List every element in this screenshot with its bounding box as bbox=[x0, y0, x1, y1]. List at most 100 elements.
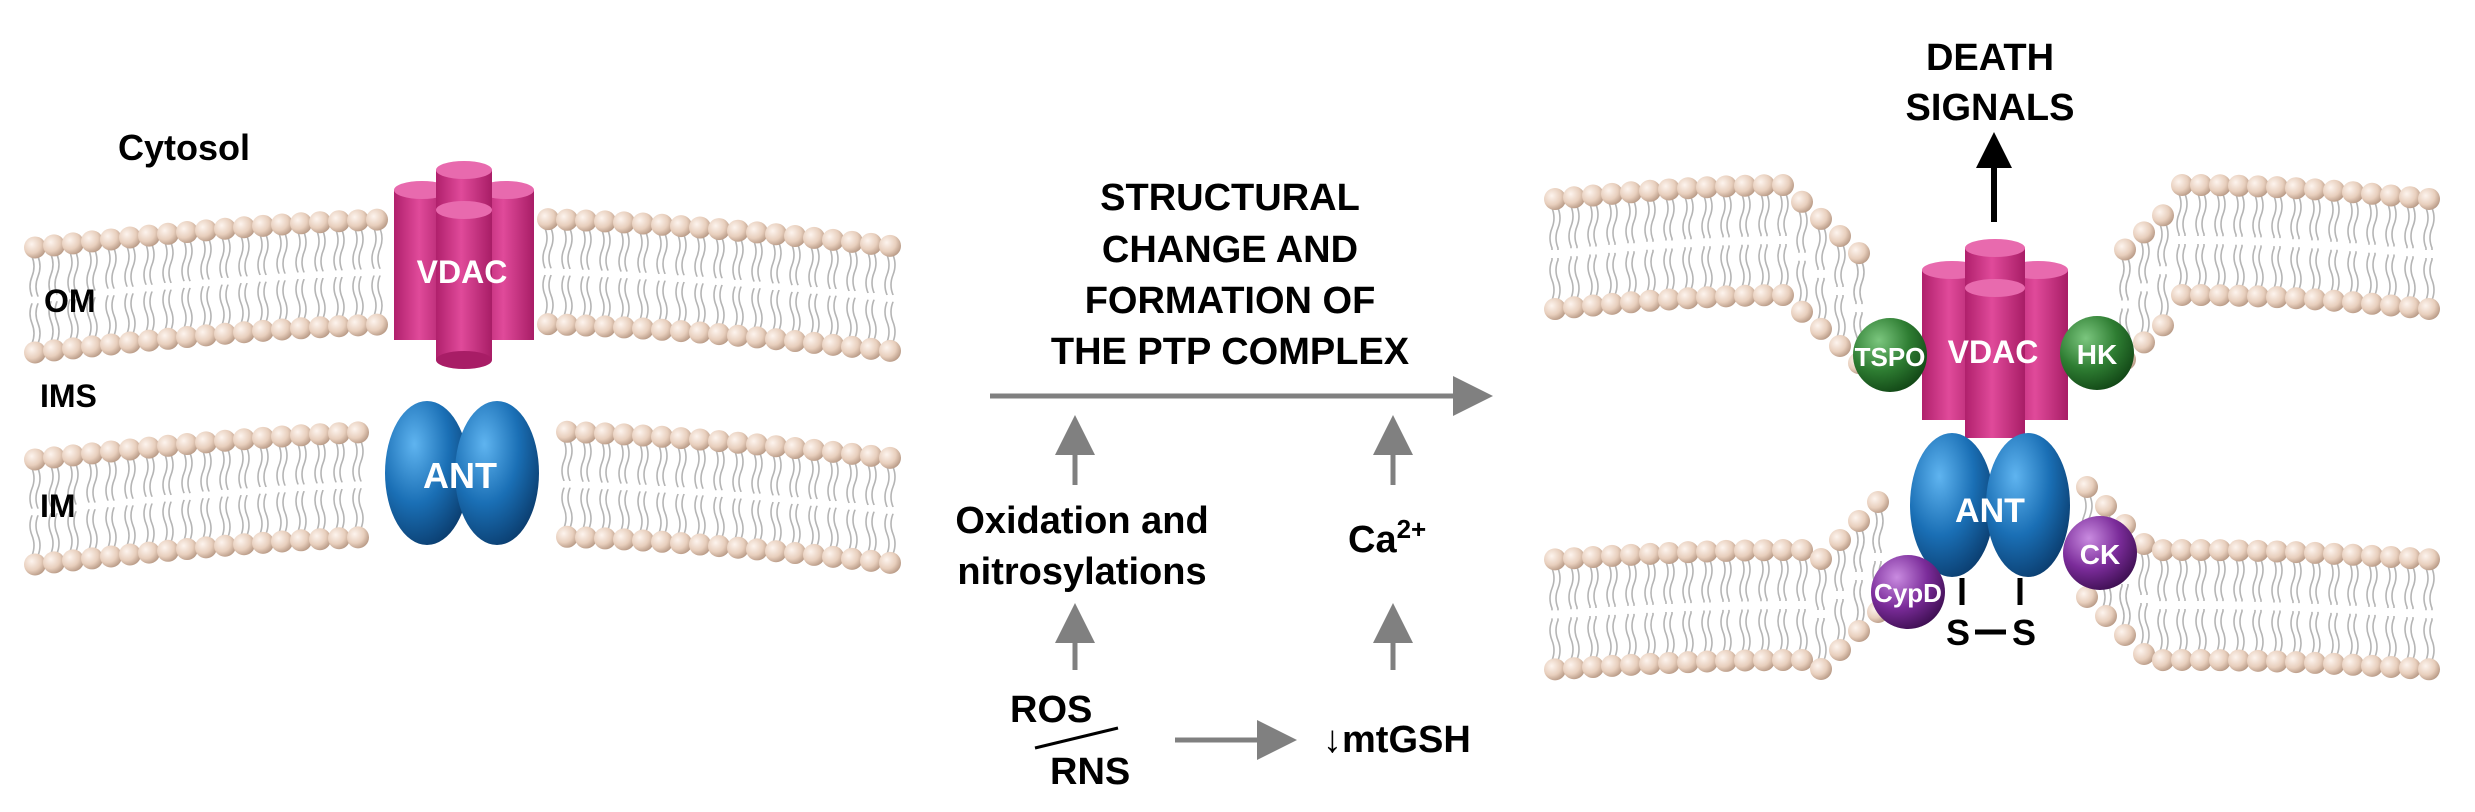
lipid-head bbox=[2399, 296, 2421, 319]
lipid-head bbox=[2133, 643, 2155, 665]
lipid-head bbox=[119, 543, 141, 566]
ck-protein: CK bbox=[2063, 516, 2137, 590]
lipid-head bbox=[1753, 539, 1775, 562]
lipid-head bbox=[765, 540, 787, 563]
lipid-head bbox=[2266, 176, 2288, 199]
lipid-head bbox=[1639, 652, 1661, 675]
lipid-head bbox=[138, 329, 160, 352]
lipid-head bbox=[252, 531, 274, 554]
lipid-head bbox=[2095, 605, 2117, 627]
calcium-label: Ca2+ bbox=[1348, 514, 1426, 561]
lipid-head bbox=[252, 319, 274, 342]
lipid-head bbox=[1829, 335, 1851, 357]
svg-text:S: S bbox=[1946, 612, 1970, 653]
lipid-head bbox=[1829, 639, 1851, 661]
ros-rns-slash bbox=[1034, 726, 1119, 750]
lipid-head bbox=[1848, 510, 1870, 532]
outer-membrane-left bbox=[24, 208, 901, 364]
lipid-head bbox=[556, 420, 578, 443]
lipid-head bbox=[2190, 649, 2212, 672]
lipid-head bbox=[157, 434, 179, 457]
lipid-head bbox=[784, 542, 806, 565]
lipid-head bbox=[2342, 291, 2364, 314]
lipid-head bbox=[214, 322, 236, 345]
lipid-head bbox=[651, 213, 673, 236]
lipid-head bbox=[100, 440, 122, 463]
lipid-head bbox=[2114, 624, 2136, 646]
lipid-head bbox=[233, 321, 255, 344]
svg-text:DEATH: DEATH bbox=[1926, 37, 2054, 79]
lipid-head bbox=[1772, 539, 1794, 562]
lipid-head bbox=[2361, 654, 2383, 677]
lipid-head bbox=[632, 424, 654, 447]
lipid-head bbox=[1734, 539, 1756, 562]
lipid-head bbox=[2114, 238, 2136, 261]
lipid-head bbox=[1677, 541, 1699, 564]
lipid-head bbox=[1810, 548, 1832, 570]
lipid-head bbox=[594, 422, 616, 445]
lipid-head bbox=[2399, 547, 2421, 570]
lipid-head bbox=[195, 431, 217, 454]
lipid-head bbox=[1753, 649, 1775, 672]
lipid-head bbox=[2285, 541, 2307, 564]
lipid-head bbox=[62, 232, 84, 255]
lipid-head bbox=[157, 222, 179, 245]
svg-text:THE PTP COMPLEX: THE PTP COMPLEX bbox=[1051, 331, 1410, 373]
lipid-head bbox=[594, 527, 616, 550]
lipid-head bbox=[119, 438, 141, 461]
lipid-head bbox=[1563, 657, 1585, 680]
lipid-head bbox=[214, 217, 236, 240]
lipid-head bbox=[2171, 539, 2193, 562]
vdac-label-left: VDAC bbox=[417, 254, 508, 290]
lipid-head bbox=[765, 435, 787, 458]
lipid-head bbox=[1791, 649, 1813, 672]
lipid-head bbox=[328, 422, 350, 445]
lipid-head bbox=[290, 424, 312, 447]
lipid-head bbox=[594, 210, 616, 233]
lipid-head bbox=[2171, 649, 2193, 672]
cypd-protein: CypD bbox=[1871, 555, 1945, 629]
lipid-head bbox=[2380, 294, 2402, 317]
lipid-head bbox=[594, 315, 616, 338]
lipid-head bbox=[1734, 284, 1756, 307]
lipid-head bbox=[784, 330, 806, 353]
lipid-head bbox=[62, 337, 84, 360]
lipid-head bbox=[1696, 650, 1718, 673]
oxidation-label: Oxidation and nitrosylations bbox=[955, 500, 1208, 593]
lipid-head bbox=[233, 216, 255, 239]
lipid-head bbox=[2228, 649, 2250, 672]
lipid-head bbox=[1848, 242, 1870, 265]
ant-carrier-left: ANT bbox=[385, 401, 539, 545]
vdac-channel-left: VDAC bbox=[394, 161, 534, 369]
lipid-head bbox=[2342, 653, 2364, 676]
lipid-head bbox=[1829, 529, 1851, 551]
lipid-head bbox=[309, 211, 331, 234]
lipid-head bbox=[2361, 544, 2383, 567]
lipid-head bbox=[1639, 542, 1661, 565]
svg-text:SIGNALS: SIGNALS bbox=[1906, 87, 2075, 129]
svg-text:S: S bbox=[2012, 612, 2036, 653]
lipid-head bbox=[2190, 174, 2212, 197]
lipid-head bbox=[1715, 285, 1737, 308]
inner-membrane-right bbox=[1544, 476, 2440, 681]
lipid-head bbox=[81, 230, 103, 253]
lipid-head bbox=[24, 553, 46, 576]
lipid-head bbox=[556, 525, 578, 548]
lipid-head bbox=[2418, 297, 2440, 320]
lipid-head bbox=[1620, 543, 1642, 566]
lipid-head bbox=[613, 316, 635, 339]
lipid-head bbox=[1620, 653, 1642, 676]
rns-label: RNS bbox=[1050, 751, 1130, 793]
lipid-head bbox=[708, 218, 730, 241]
lipid-head bbox=[822, 228, 844, 251]
lipid-head bbox=[2152, 649, 2174, 672]
death-signals-label: DEATH SIGNALS bbox=[1906, 37, 2075, 129]
lipid-head bbox=[556, 313, 578, 336]
lipid-head bbox=[1772, 284, 1794, 307]
lipid-head bbox=[1848, 620, 1870, 642]
lipid-head bbox=[195, 324, 217, 347]
lipid-head bbox=[1791, 539, 1813, 562]
lipid-head bbox=[1829, 225, 1851, 247]
lipid-head bbox=[290, 317, 312, 340]
lipid-head bbox=[2285, 651, 2307, 674]
